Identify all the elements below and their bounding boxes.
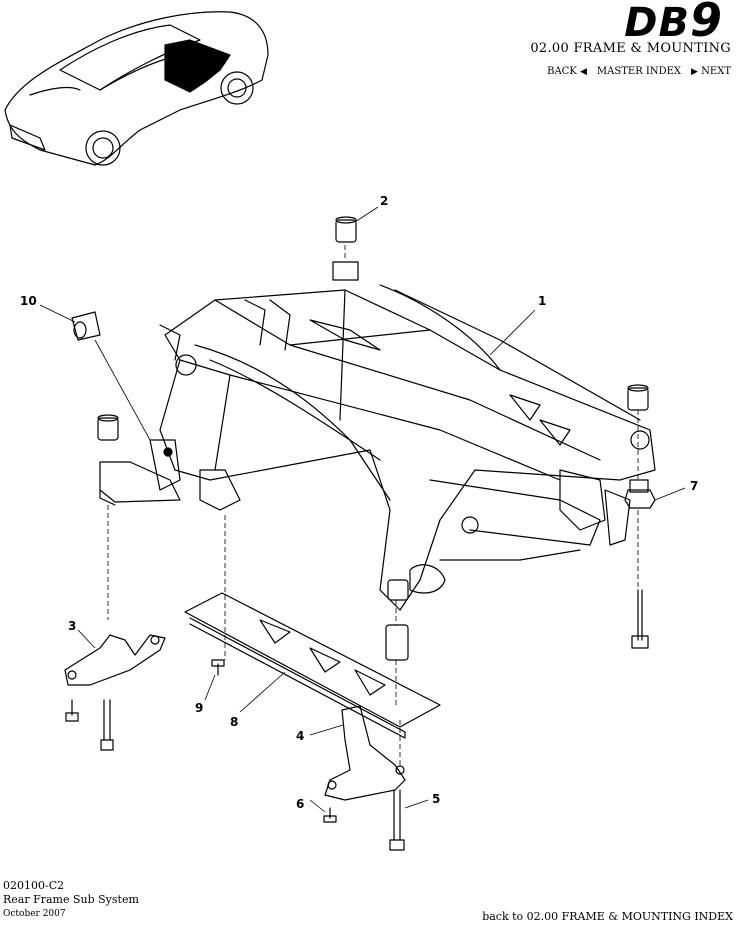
callout-5: 5	[432, 792, 440, 806]
back-label: BACK	[547, 66, 577, 77]
back-to-index-link[interactable]: back to 02.00 FRAME & MOUNTING INDEX	[482, 910, 733, 923]
callout-7: 7	[690, 479, 698, 493]
car-thumbnail	[4, 11, 269, 166]
rear-frame	[149, 284, 656, 611]
document-code: 020100-C2	[3, 879, 65, 892]
document-info: 020100-C2 Rear Frame Sub System October …	[3, 879, 139, 921]
left-arrow-icon: ◀	[579, 67, 587, 77]
brand-suffix: 9	[689, 0, 723, 47]
callout-10: 10	[20, 294, 37, 308]
document-title: Rear Frame Sub System	[3, 893, 139, 906]
master-index-link[interactable]: MASTER INDEX	[596, 66, 682, 77]
callout-3: 3	[68, 619, 76, 633]
callout-4: 4	[296, 729, 304, 743]
brand-prefix: DB	[624, 0, 690, 46]
section-title: 02.00 FRAME & MOUNTING	[530, 41, 731, 56]
document-date: October 2007	[3, 909, 66, 919]
brand-logo: DB9	[624, 0, 723, 43]
callout-6: 6	[296, 797, 304, 811]
right-arrow-icon: ▶	[691, 67, 698, 77]
mount-bracket-3	[64, 634, 166, 751]
bush-left	[71, 311, 101, 341]
navigation-bar: BACK ◀ MASTER INDEX ▶ NEXT	[547, 66, 731, 77]
callout-2: 2	[380, 194, 388, 208]
bush-top	[332, 216, 359, 281]
mount-bracket-4	[323, 705, 406, 851]
next-link[interactable]: ▶ NEXT	[691, 66, 731, 77]
callout-1: 1	[538, 294, 546, 308]
undertray-plate	[184, 592, 441, 739]
callout-9: 9	[195, 701, 203, 715]
back-link[interactable]: BACK ◀	[547, 66, 587, 77]
next-label: NEXT	[701, 66, 731, 77]
callout-8: 8	[230, 715, 238, 729]
